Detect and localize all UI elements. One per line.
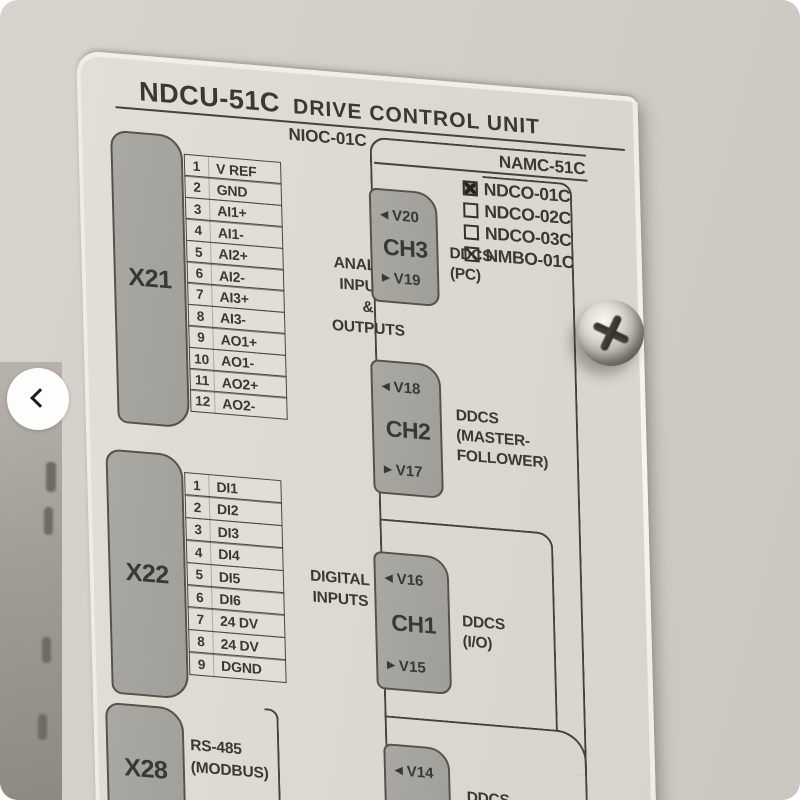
rx-label: V14 (406, 763, 434, 783)
pin-label: AI3- (219, 309, 246, 328)
channel-id: CH3 (382, 232, 428, 263)
tx-label: V17 (395, 461, 423, 482)
pin-number: 12 (190, 390, 216, 414)
desc-line: (PC) (449, 264, 481, 285)
tx-label: V15 (398, 657, 426, 677)
tx-label: V19 (393, 270, 421, 290)
vent-slot (38, 714, 47, 740)
rx-row: ◀V14 (395, 762, 442, 783)
pin-label: DI5 (218, 568, 241, 587)
pin-number: 6 (187, 261, 213, 285)
pin-label: DGND (220, 657, 262, 678)
vent-slot (44, 507, 53, 535)
connector-id: X28 (123, 753, 168, 785)
channel-id: CH1 (390, 608, 437, 639)
vent-slot (46, 462, 56, 492)
pin-label: DI4 (218, 545, 240, 564)
rx-row: ◀V16 (385, 570, 441, 592)
pin-number: 3 (186, 517, 211, 542)
panel-label: NDCU-51C DRIVE CONTROL UNIT NIOC-01C NAM… (80, 55, 660, 800)
rx-row: ◀V18 (382, 378, 433, 399)
phillips-screw-icon (578, 300, 644, 366)
desc-line: (I/O) (462, 633, 493, 653)
pin-label: GND (216, 181, 248, 200)
pin-number: 4 (186, 540, 212, 565)
tx-row: ▶V17 (384, 461, 435, 482)
connector-id: X21 (128, 262, 172, 295)
pin-label: 24 DV (219, 613, 259, 633)
vent-slot (42, 637, 51, 663)
carousel-prev-button[interactable] (7, 368, 69, 430)
pin-number: 1 (184, 154, 210, 178)
channel-desc: DDCS(PC) (449, 244, 493, 288)
tx-row: ▶V15 (387, 657, 443, 679)
checkbox-checked-icon (462, 180, 478, 197)
checkbox-unchecked-icon (463, 202, 479, 219)
pin-number: 2 (185, 176, 210, 200)
connector-x28: X28 (105, 701, 188, 800)
pin-label: AI2- (218, 266, 245, 286)
channel-desc: DDCS(MASTER-FOLLOWER) (455, 406, 548, 474)
pin-label: AO2+ (221, 373, 259, 394)
rx-label: V16 (396, 570, 424, 590)
pin-number: 1 (185, 473, 210, 498)
pin-number: 9 (189, 326, 214, 350)
pin-label: AO1- (220, 352, 255, 372)
drive-control-unit-panel: NDCU-51C DRIVE CONTROL UNIT NIOC-01C NAM… (76, 50, 661, 800)
pin-number: 10 (189, 347, 215, 371)
pin-label: V REF (215, 159, 257, 180)
rx-label: V20 (391, 207, 420, 227)
arrow-left-icon: ◀ (381, 380, 390, 393)
pin-label: DI2 (216, 501, 239, 519)
arrow-left-icon: ◀ (380, 208, 389, 221)
arrow-right-icon: ▶ (381, 271, 390, 284)
pin-number: 7 (188, 607, 214, 632)
checkbox-unchecked-icon (463, 224, 480, 241)
rx-row: ◀V20 (380, 206, 429, 227)
arrow-left-icon: ◀ (394, 764, 403, 777)
pin-label: AI3+ (219, 288, 249, 307)
tx-row: ▶V19 (382, 269, 431, 290)
model-number: NDCU-51C (138, 76, 281, 119)
arrow-right-icon: ▶ (387, 659, 396, 671)
channel-desc: DDCS(I/O) (462, 612, 506, 656)
rs485-modbus-label: RS-485(MODBUS) (190, 735, 311, 789)
pin-number: 8 (188, 304, 214, 328)
connector-id: X22 (125, 557, 170, 590)
unit-left-side (0, 362, 62, 800)
channel-id: CH2 (385, 414, 431, 445)
pin-number: 11 (190, 368, 215, 392)
pin-number: 5 (187, 240, 212, 264)
pin-number: 9 (189, 652, 215, 677)
pin-number: 2 (185, 495, 211, 520)
rx-label: V18 (393, 378, 421, 399)
pin-number: 6 (188, 585, 213, 610)
chevron-left-icon (30, 388, 50, 408)
arrow-left-icon: ◀ (384, 572, 393, 584)
connector-x22: X22 (105, 448, 190, 700)
pin-label: DI3 (217, 523, 240, 542)
pin-label: AO1+ (220, 331, 258, 351)
pin-number: 4 (186, 219, 212, 243)
pin-number: 3 (185, 197, 211, 221)
pin-label: DI1 (216, 478, 238, 497)
pin-number: 5 (187, 562, 213, 587)
pin-number: 7 (188, 283, 213, 307)
pin-label: AI1+ (217, 202, 247, 222)
pin-label: 24 DV (220, 635, 259, 655)
pin-number: 8 (189, 629, 214, 654)
pin-label: AI2+ (218, 245, 248, 265)
arrow-right-icon: ▶ (383, 463, 392, 476)
pin-label: AO2- (222, 395, 256, 415)
pin-label: DI6 (219, 590, 241, 609)
pin-label: AI1- (217, 224, 244, 243)
connector-x21: X21 (110, 129, 190, 429)
